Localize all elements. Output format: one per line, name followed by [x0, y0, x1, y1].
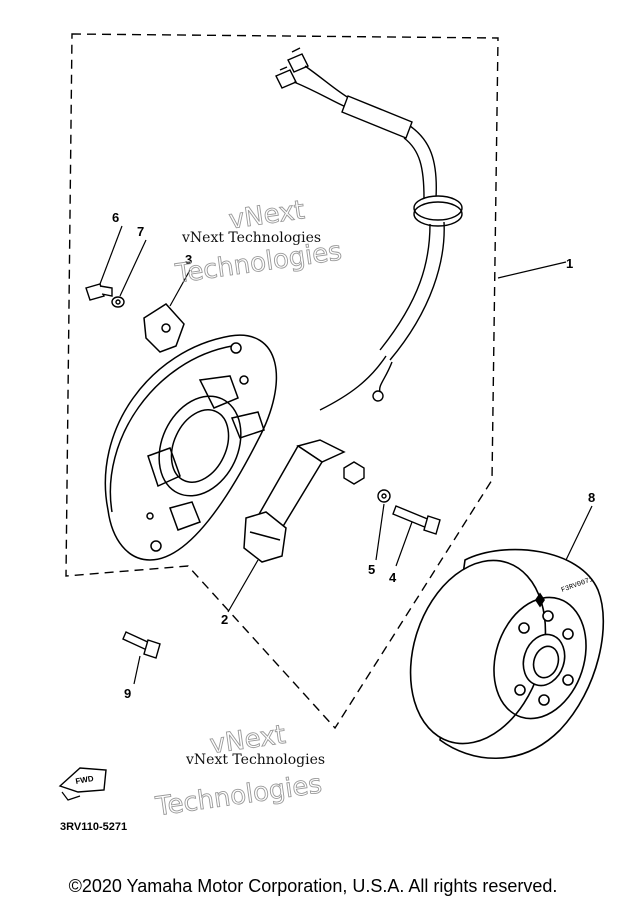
callout-4: 4 [389, 570, 397, 585]
callout-3: 3 [185, 252, 192, 267]
watermark-text-lower: vNext Technologies [185, 752, 325, 768]
nut [343, 461, 365, 485]
flywheel: F3RV0071 [409, 548, 605, 759]
leader-lines [99, 225, 593, 685]
callout-1: 1 [566, 256, 573, 271]
screw-9 [122, 631, 161, 659]
callout-6: 6 [112, 210, 119, 225]
wire-harness [275, 47, 463, 411]
bolt-4 [392, 505, 441, 535]
callout-9: 9 [124, 686, 131, 701]
watermark-text-upper: vNext Technologies [181, 230, 321, 246]
washer-5 [377, 489, 391, 503]
pickup-coil [243, 439, 346, 563]
copyright-notice: ©2020 Yamaha Motor Corporation, U.S.A. A… [68, 876, 558, 896]
callout-5: 5 [368, 562, 375, 577]
callout-8: 8 [588, 490, 595, 505]
drawing-code: 3RV110-5271 [60, 821, 127, 833]
fwd-label: FWD [75, 774, 95, 786]
washer-7 [111, 296, 125, 308]
stator-plate [104, 334, 278, 561]
watermark-lower: vNext Technologies [153, 719, 324, 822]
parts-diagram: F3RV0071 1 2 3 4 5 6 7 8 9 vNext Technol… [58, 33, 605, 833]
bracket [143, 303, 185, 353]
screw-6 [85, 283, 113, 301]
callout-7: 7 [137, 224, 144, 239]
svg-text:Technologies: Technologies [153, 769, 324, 822]
assembly-boundary [65, 33, 499, 730]
fwd-arrow-icon: FWD [58, 767, 107, 801]
callout-2: 2 [221, 612, 228, 627]
